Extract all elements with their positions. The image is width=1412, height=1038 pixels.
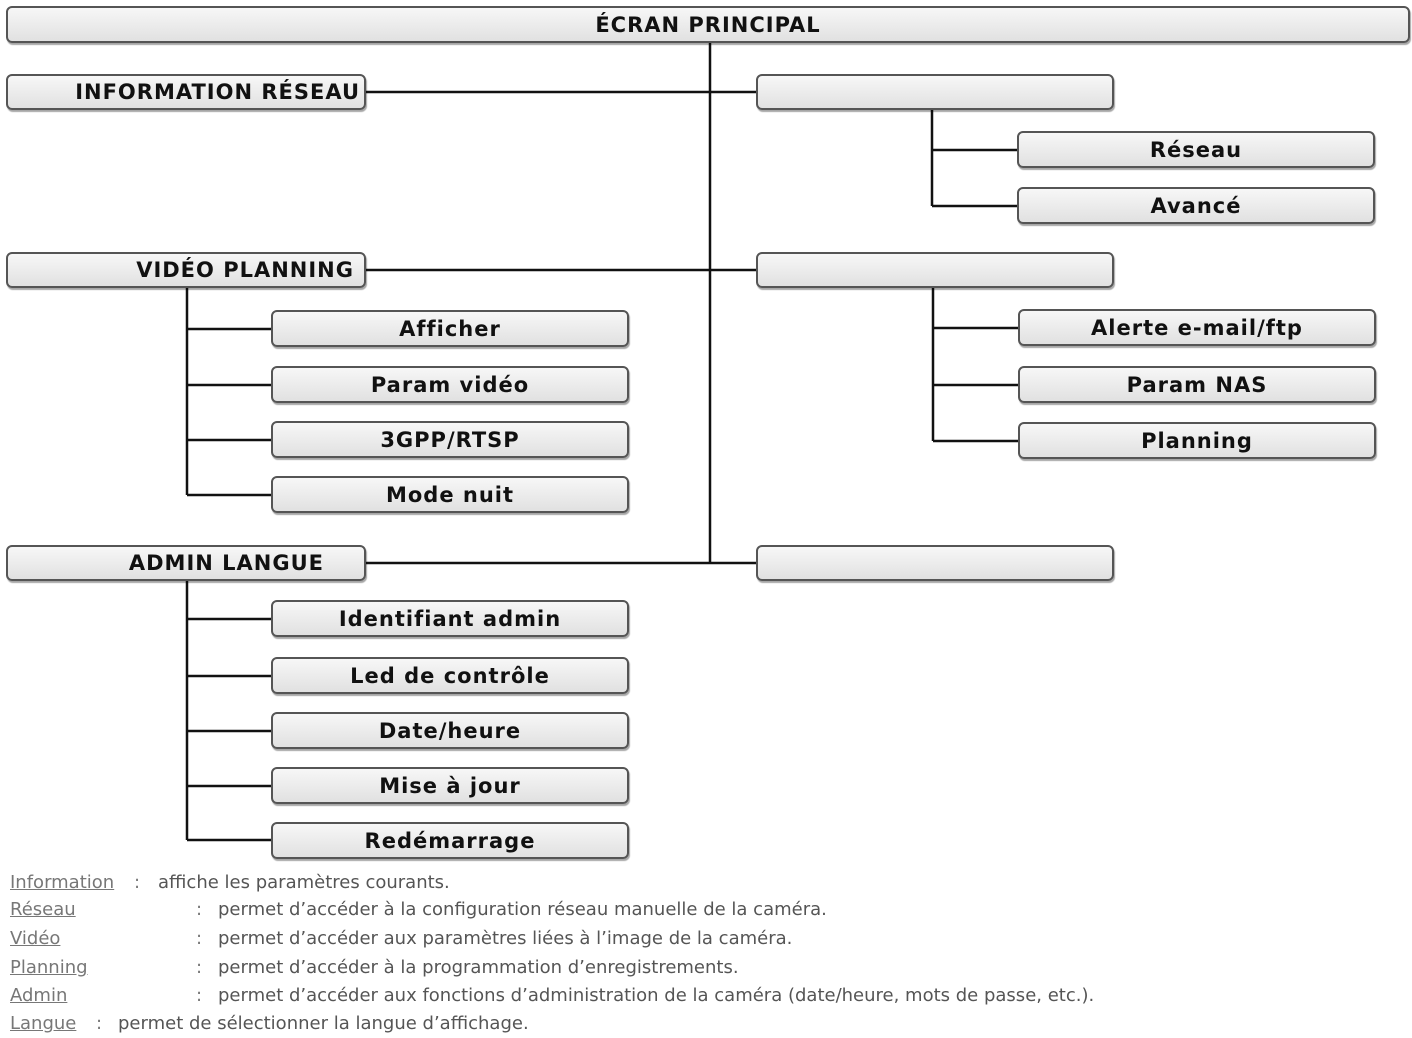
legend-separator: : [196, 985, 203, 1006]
node-admin-langue-right [756, 545, 1114, 581]
node-afficher: Afficher [271, 310, 629, 347]
legend-term: Réseau [10, 899, 76, 920]
node-information-reseau-right [756, 74, 1114, 110]
legend-term: Langue [10, 1013, 77, 1034]
node-alerte-email-ftp-label: Alerte e-mail/ftp [1091, 315, 1303, 340]
node-video-planning-right [756, 252, 1114, 288]
legend-description: permet d’accéder aux fonctions d’adminis… [218, 985, 1095, 1006]
node-param-video: Param vidéo [271, 366, 629, 403]
node-date-heure: Date/heure [271, 712, 629, 749]
node-led-de-controle: Led de contrôle [271, 657, 629, 694]
node-video-planning-label: VIDÉO PLANNING [136, 258, 354, 282]
legend-term: Information [10, 872, 115, 893]
node-admin-langue-label: ADMIN LANGUE [128, 551, 324, 575]
node-mise-a-jour-label: Mise à jour [379, 773, 521, 798]
node-avance-label: Avancé [1150, 193, 1242, 218]
node-3gpp-rtsp-label: 3GPP/RTSP [380, 427, 520, 452]
node-date-heure-label: Date/heure [378, 718, 522, 743]
node-param-video-label: Param vidéo [370, 372, 530, 397]
node-identifiant-admin: Identifiant admin [271, 600, 629, 637]
node-led-de-controle-label: Led de contrôle [350, 663, 550, 688]
node-param-nas-label: Param NAS [1126, 372, 1268, 397]
legend-separator: : [96, 1013, 103, 1034]
legend-description: affiche les paramètres courants. [158, 872, 450, 893]
legend-separator: : [196, 957, 203, 978]
legend-separator: : [134, 872, 141, 893]
legend-term: Admin [10, 985, 68, 1006]
node-mise-a-jour: Mise à jour [271, 767, 629, 804]
legend-description: permet d’accéder aux paramètres liées à … [218, 928, 793, 949]
node-information-reseau-label: INFORMATION RÉSEAU [75, 80, 360, 104]
node-identifiant-admin-label: Identifiant admin [338, 606, 562, 631]
node-reseau: Réseau [1017, 131, 1375, 168]
node-planning: Planning [1018, 422, 1376, 459]
legend-term: Vidéo [10, 928, 61, 949]
node-video-planning: VIDÉO PLANNING [6, 252, 366, 288]
node-afficher-label: Afficher [399, 316, 501, 341]
node-mode-nuit: Mode nuit [271, 476, 629, 513]
node-mode-nuit-label: Mode nuit [385, 482, 515, 507]
root-label: ÉCRAN PRINCIPAL [595, 12, 821, 37]
legend-description: permet de sélectionner la langue d’affic… [118, 1013, 529, 1034]
node-planning-label: Planning [1141, 428, 1253, 453]
legend-description: permet d’accéder à la configuration rése… [218, 899, 827, 920]
node-admin-langue: ADMIN LANGUE [6, 545, 366, 581]
node-redemarrage-label: Redémarrage [364, 828, 536, 853]
node-alerte-email-ftp: Alerte e-mail/ftp [1018, 309, 1376, 346]
node-information-reseau: INFORMATION RÉSEAU [6, 74, 366, 110]
node-redemarrage: Redémarrage [271, 822, 629, 859]
node-3gpp-rtsp: 3GPP/RTSP [271, 421, 629, 458]
node-reseau-label: Réseau [1149, 137, 1243, 162]
node-param-nas: Param NAS [1018, 366, 1376, 403]
legend-separator: : [196, 928, 203, 949]
node-avance: Avancé [1017, 187, 1375, 224]
legend-separator: : [196, 899, 203, 920]
legend-description: permet d’accéder à la programmation d’en… [218, 957, 739, 978]
legend-term: Planning [10, 957, 88, 978]
root-node: ÉCRAN PRINCIPAL [6, 6, 1410, 43]
